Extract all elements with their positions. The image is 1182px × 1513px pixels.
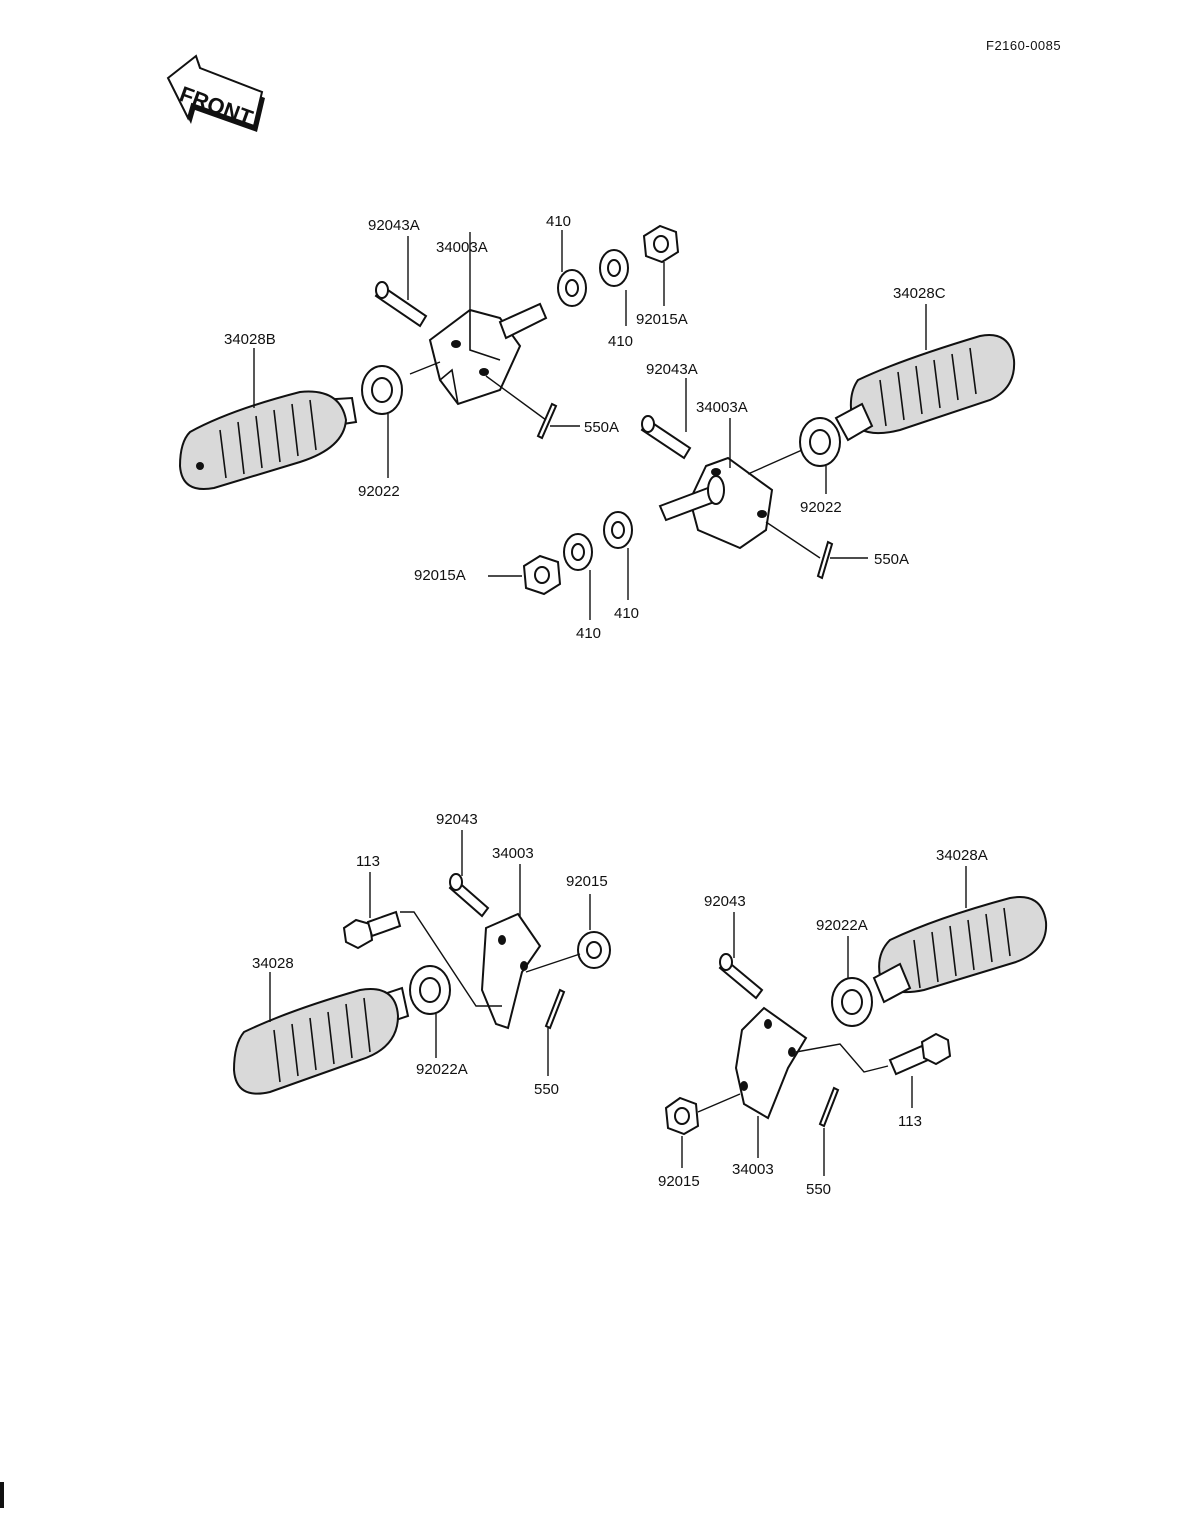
cotter-pin-550a-right (816, 540, 834, 580)
label-92043-right: 92043 (704, 893, 746, 910)
label-92043a-right: 92043A (646, 361, 698, 378)
label-34028: 34028 (252, 955, 294, 972)
scan-edge-mark (0, 1482, 4, 1508)
label-92022-right: 92022 (800, 499, 842, 516)
bracket-34003-left (480, 912, 542, 1030)
label-410-d: 410 (614, 605, 639, 622)
label-92043a-upper-left: 92043A (368, 217, 420, 234)
footpeg-rubber-34028b (178, 390, 358, 490)
label-113-right: 113 (898, 1113, 922, 1130)
label-550-right: 550 (806, 1181, 831, 1198)
leader-lines-upper (253, 230, 927, 620)
label-410-a: 410 (546, 213, 571, 230)
label-34003-left: 34003 (492, 845, 534, 862)
label-92015-left: 92015 (566, 873, 608, 890)
bracket-34003a-left (428, 302, 548, 406)
cotter-pin-550a-left (536, 402, 558, 440)
label-92015-right: 92015 (658, 1173, 700, 1190)
label-410-b: 410 (608, 333, 633, 350)
clevis-pin-92043a-right (640, 415, 692, 460)
bracket-34003a-right (658, 456, 774, 550)
label-92015a-upper: 92015A (636, 311, 688, 328)
bolt-113-right (888, 1032, 952, 1076)
label-92022-left: 92022 (358, 483, 400, 500)
label-92043-left: 92043 (436, 811, 478, 828)
clevis-pin-92043-right (718, 953, 764, 1000)
label-34028c: 34028C (893, 285, 946, 302)
label-34028b: 34028B (224, 331, 276, 348)
label-34003a-right: 34003A (696, 399, 748, 416)
label-410-c: 410 (576, 625, 601, 642)
diagram-reference-code: F2160-0085 (986, 38, 1061, 53)
part-labels: 92043A 34003A 410 410 92015A 34028C 3402… (224, 213, 988, 1198)
label-34028a: 34028A (936, 847, 988, 864)
label-550-left: 550 (534, 1081, 559, 1098)
footpeg-rubber-34028c (834, 334, 1016, 442)
label-113-left: 113 (356, 853, 380, 870)
footpeg-rubber-34028 (232, 986, 410, 1095)
label-34003-right: 34003 (732, 1161, 774, 1178)
label-92022a-left: 92022A (416, 1061, 468, 1078)
cotter-pin-550-right (818, 1086, 840, 1128)
label-550a-left: 550A (584, 419, 619, 436)
label-92022a-right: 92022A (816, 917, 868, 934)
clevis-pin-92043-left (448, 873, 490, 918)
front-direction-arrow: FRONT (166, 54, 265, 132)
label-34003a-upper-left: 34003A (436, 239, 488, 256)
label-92015a-lower: 92015A (414, 567, 466, 584)
cotter-pin-550-left (544, 988, 566, 1030)
bracket-34003-right (734, 1006, 808, 1120)
label-550a-right: 550A (874, 551, 909, 568)
bolt-113-left (342, 910, 402, 950)
footpeg-rubber-34028a (872, 896, 1048, 1004)
leader-lines-lower (269, 830, 967, 1176)
clevis-pin-92043a-left (374, 281, 428, 328)
